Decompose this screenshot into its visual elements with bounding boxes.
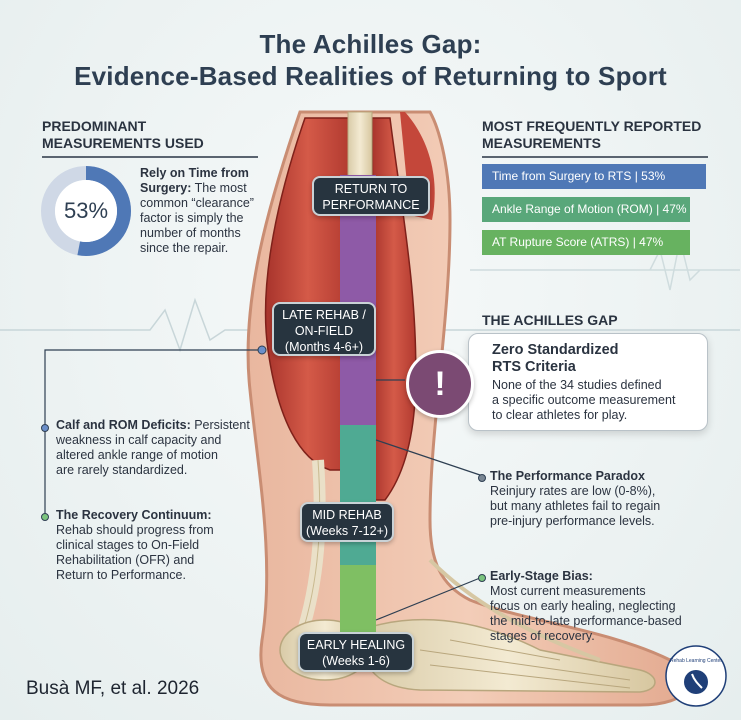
predominant-text-6: since the repair. xyxy=(140,241,229,255)
logo-text: Rehab Learning Center xyxy=(670,658,722,664)
stage-label-mid: MID REHAB (Weeks 7-12+) xyxy=(300,502,394,542)
continuum-lead: The Recovery Continuum: xyxy=(56,508,212,522)
predominant-text-3: common “clearance” xyxy=(140,196,254,210)
leader-bias xyxy=(375,577,481,621)
measurement-bar-rom: Ankle Range of Motion (ROM) | 47% xyxy=(482,197,690,222)
continuum-line-2: clinical stages to On-Field xyxy=(56,538,200,552)
bias-line-4: stages of recovery. xyxy=(490,629,595,643)
continuum-block: The Recovery Continuum: Rehab should pro… xyxy=(56,508,276,583)
stage-return-line-1: RETURN TO xyxy=(334,182,408,196)
bias-bullet xyxy=(478,574,486,582)
deficits-line-2: weakness in calf capacity and xyxy=(56,433,222,447)
reported-heading-line-2: MEASUREMENTS xyxy=(482,135,602,151)
predominant-text-4: factor is simply the xyxy=(140,211,244,225)
stage-late-line-3: (Months 4-6+) xyxy=(284,340,364,354)
stage-bar-mid xyxy=(340,425,376,565)
stage-mid-line-1: MID REHAB xyxy=(312,508,382,522)
leader-paradox xyxy=(375,439,481,476)
leader-continuum xyxy=(44,349,260,516)
measurement-bar-time: Time from Surgery to RTS | 53% xyxy=(482,164,706,189)
gap-heading: THE ACHILLES GAP xyxy=(482,312,618,328)
predominant-text-5: number of months xyxy=(140,226,241,240)
paradox-line-2: but many athletes fail to regain xyxy=(490,499,661,513)
gap-text-line-3: to clear athletes for play. xyxy=(492,408,628,422)
deficits-line-3: altered ankle range of motion xyxy=(56,448,218,462)
predominant-lead-1: Rely on Time from xyxy=(140,166,249,180)
gap-text-line-1: None of the 34 studies defined xyxy=(492,378,662,392)
gap-title-line-1: Zero Standardized xyxy=(492,342,619,358)
predominant-lead-2: Surgery: xyxy=(140,181,192,195)
reported-rule xyxy=(482,156,708,158)
paradox-title: The Performance Paradox xyxy=(490,469,645,483)
bias-block: Early-Stage Bias: Most current measureme… xyxy=(490,569,730,644)
deficits-line-1: Persistent xyxy=(190,418,250,432)
stage-label-return: RETURN TO PERFORMANCE xyxy=(312,176,430,216)
deficits-lead: Calf and ROM Deficits: xyxy=(56,418,191,432)
warning-icon: ! xyxy=(406,350,474,418)
stage-label-early: EARLY HEALING (Weeks 1-6) xyxy=(298,632,414,672)
stage-bar-early xyxy=(340,565,376,635)
bias-line-1: Most current measurements xyxy=(490,584,646,598)
gap-callout xyxy=(468,333,708,431)
gap-text: Zero Standardized RTS Criteria None of t… xyxy=(492,342,702,423)
leader-dot-late xyxy=(257,345,267,355)
rehab-learning-center-logo: Rehab Learning Center xyxy=(665,645,727,707)
gap-title-line-2: RTS Criteria xyxy=(492,359,576,375)
deficits-bullet xyxy=(41,424,49,432)
gap-text-line-2: a specific outcome measurement xyxy=(492,393,676,407)
stage-late-line-1: LATE REHAB / xyxy=(282,308,366,322)
stage-bar-return xyxy=(340,175,376,425)
continuum-line-1: Rehab should progress from xyxy=(56,523,214,537)
ecg-line xyxy=(0,297,740,353)
page-title-line-1: The Achilles Gap: xyxy=(259,29,482,59)
bias-line-2: focus on early healing, neglecting xyxy=(490,599,676,613)
foot-tendons xyxy=(428,558,601,662)
stage-late-line-2: ON-FIELD xyxy=(294,324,354,338)
predominant-text-2: The most xyxy=(191,181,247,195)
measurement-bar-atrs: AT Rupture Score (ATRS) | 47% xyxy=(482,230,690,255)
stage-early-line-2: (Weeks 1-6) xyxy=(322,654,390,668)
deficits-line-4: are rarely standardized. xyxy=(56,463,188,477)
stage-mid-line-2: (Weeks 7-12+) xyxy=(305,524,389,538)
page-title-line-2: Evidence-Based Realities of Returning to… xyxy=(74,61,667,91)
stage-early-line-1: EARLY HEALING xyxy=(306,638,406,652)
predominant-heading-line-2: MEASUREMENTS USED xyxy=(42,135,204,151)
paradox-line-3: pre-injury performance levels. xyxy=(490,514,655,528)
continuum-bullet xyxy=(41,513,49,521)
percent-ring xyxy=(41,166,131,256)
paradox-line-1: Reinjury rates are low (0-8%), xyxy=(490,484,656,498)
bias-title: Early-Stage Bias: xyxy=(490,569,593,583)
predominant-rule xyxy=(42,156,258,158)
percent-label: 53% xyxy=(63,198,109,223)
reported-heading-line-1: MOST FREQUENTLY REPORTED xyxy=(482,118,702,134)
continuum-line-3: Rehabilitation (OFR) and xyxy=(56,553,195,567)
stage-return-line-2: PERFORMANCE xyxy=(322,198,420,212)
bias-line-3: the mid-to-late performance-based xyxy=(490,614,682,628)
paradox-block: The Performance Paradox Reinjury rates a… xyxy=(490,469,720,529)
foot-bones xyxy=(359,618,656,693)
stage-label-late: LATE REHAB / ON-FIELD (Months 4-6+) xyxy=(272,302,376,356)
continuum-line-4: Return to Performance. xyxy=(56,568,186,582)
predominant-description: Rely on Time from Surgery: The most comm… xyxy=(140,166,290,256)
deficits-block: Calf and ROM Deficits: Persistent weakne… xyxy=(56,418,286,478)
predominant-heading-line-1: PREDOMINANT xyxy=(42,118,147,134)
paradox-bullet xyxy=(478,474,486,482)
citation: Busà MF, et al. 2026 xyxy=(26,678,200,699)
